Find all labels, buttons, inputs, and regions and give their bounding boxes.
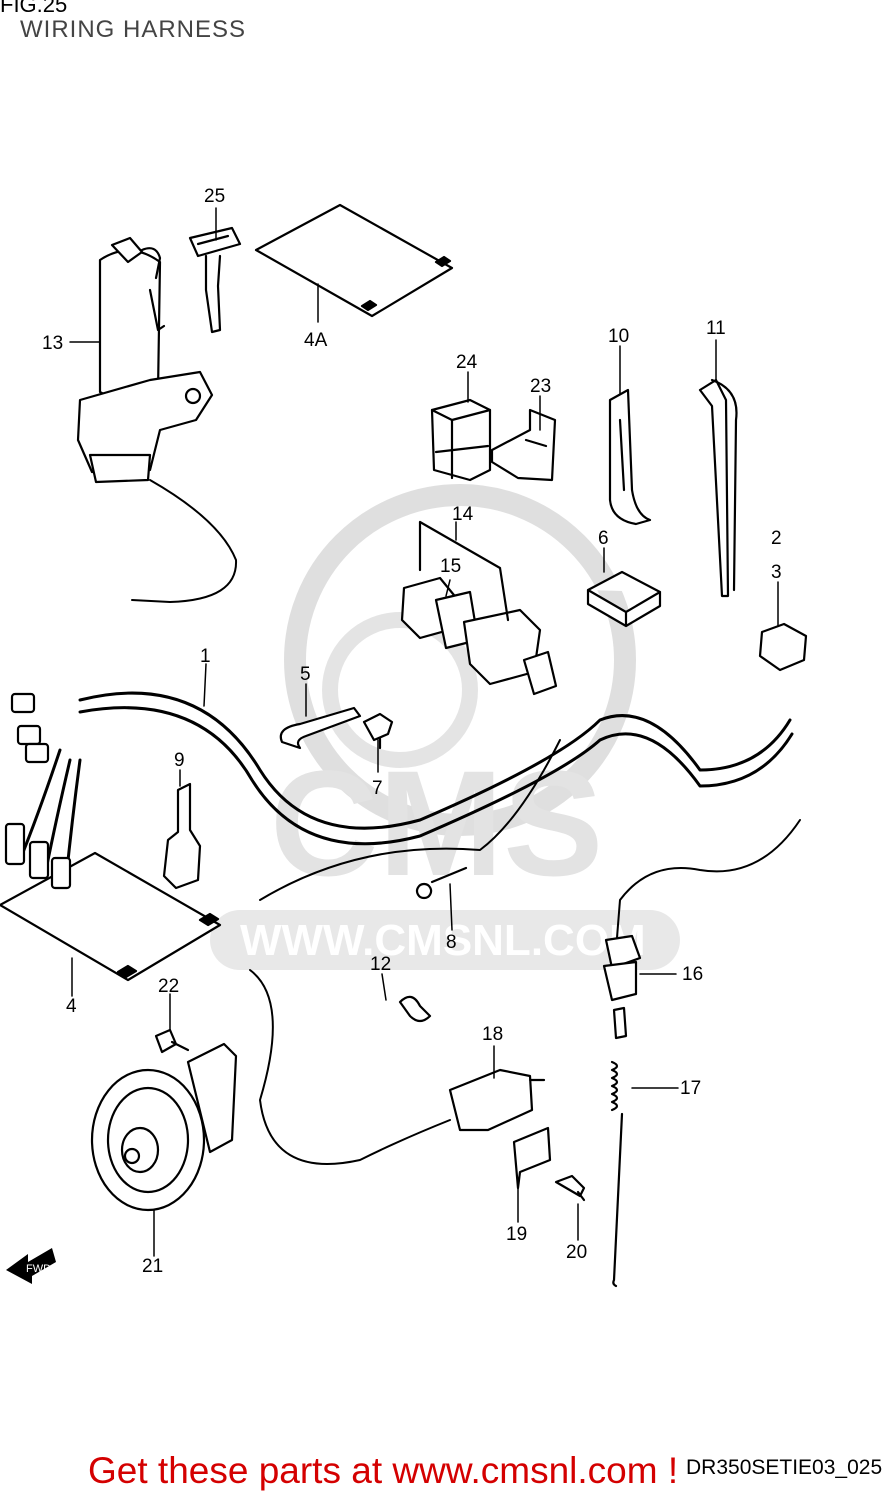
cable-tie	[698, 378, 730, 598]
rear-switch	[448, 1068, 546, 1132]
callout-25: 25	[204, 186, 225, 207]
rubber-band	[608, 388, 652, 526]
callout-6: 6	[598, 528, 609, 549]
relay-bracket	[490, 408, 557, 482]
callout-20: 20	[566, 1242, 587, 1263]
callout-21: 21	[142, 1256, 163, 1277]
callout-10: 10	[608, 326, 629, 347]
callout-13: 13	[42, 333, 63, 354]
connector-group	[400, 520, 558, 696]
screw-7	[362, 712, 394, 750]
relay	[430, 398, 492, 482]
fwd-arrow: FWD	[6, 1248, 56, 1284]
callout-14: 14	[452, 504, 474, 525]
diagram-title: WIRING HARNESS	[20, 16, 247, 43]
cushion	[586, 570, 662, 628]
callout-11: 11	[706, 318, 726, 339]
main-harness	[18, 479, 801, 1165]
watermark-url: WWW.CMSNL.COM	[240, 916, 646, 965]
coupler	[758, 622, 808, 672]
screw-20	[554, 1174, 586, 1202]
ignition-switch	[76, 236, 214, 484]
callout-18: 18	[482, 1024, 503, 1045]
watermark: CMS WWW.CMSNL.COM	[210, 484, 680, 970]
brake-switch	[602, 934, 642, 1288]
callout-9: 9	[174, 750, 185, 771]
callout-8: 8	[446, 932, 457, 953]
callout-23: 23	[530, 376, 551, 397]
callout-12: 12	[370, 954, 391, 975]
horn	[90, 1042, 238, 1212]
callout-16: 16	[682, 964, 703, 985]
ignition-key	[188, 226, 242, 334]
harness-holder	[162, 782, 202, 890]
callout-2: 2	[771, 528, 782, 549]
watermark-brand: CMS	[270, 739, 603, 907]
switch-bracket	[512, 1126, 552, 1190]
callout-17: 17	[680, 1078, 701, 1099]
fwd-label: FWD	[26, 1263, 51, 1275]
callout-19: 19	[506, 1224, 527, 1245]
callout-4a: 4A	[304, 330, 328, 351]
callout-labels: 25 4A 13 24 23 10 11 14 15 6 2 3 1 5 9 7…	[42, 186, 782, 1277]
callout-3: 3	[771, 562, 782, 583]
ground-terminal	[415, 866, 468, 900]
callout-15: 15	[440, 556, 461, 577]
callout-22: 22	[158, 976, 179, 997]
harness-connectors-left	[4, 692, 72, 890]
callout-24: 24	[456, 352, 478, 373]
figure-number: FIG.25	[0, 0, 68, 17]
callout-7: 7	[372, 778, 383, 799]
callout-4: 4	[66, 996, 77, 1017]
bolt-22	[154, 1028, 190, 1054]
callout-1: 1	[200, 646, 211, 667]
leader-lines	[69, 207, 779, 1257]
diagram-code: DR350SETIE03_025	[686, 1456, 883, 1479]
callout-5: 5	[300, 664, 311, 685]
parts-cta-link[interactable]: Get these parts at www.cmsnl.com !	[88, 1450, 679, 1491]
wire-clamp	[279, 706, 362, 750]
clamp-12	[398, 995, 432, 1023]
label-sheet-4a	[254, 203, 454, 318]
